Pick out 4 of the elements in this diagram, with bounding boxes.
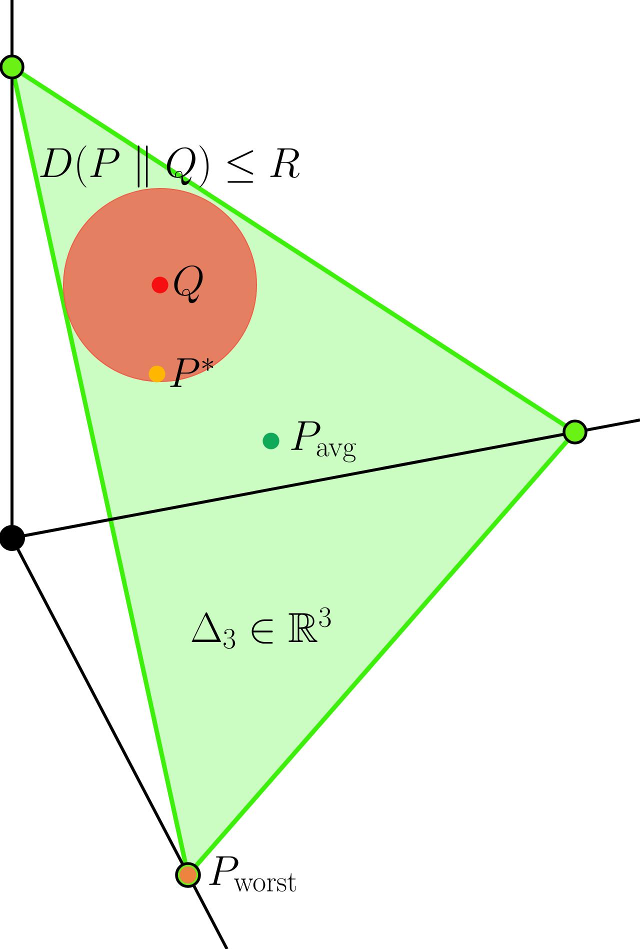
formula-label: $P_{\mathrm{avg}}$ xyxy=(291,421,356,462)
formula-label: $Q$ xyxy=(174,265,203,304)
formula-label: $P_{\mathrm{worst}}$ xyxy=(209,856,296,892)
formula-label: $\Delta_3 \in \mathbb{R}^3$ xyxy=(192,607,331,649)
